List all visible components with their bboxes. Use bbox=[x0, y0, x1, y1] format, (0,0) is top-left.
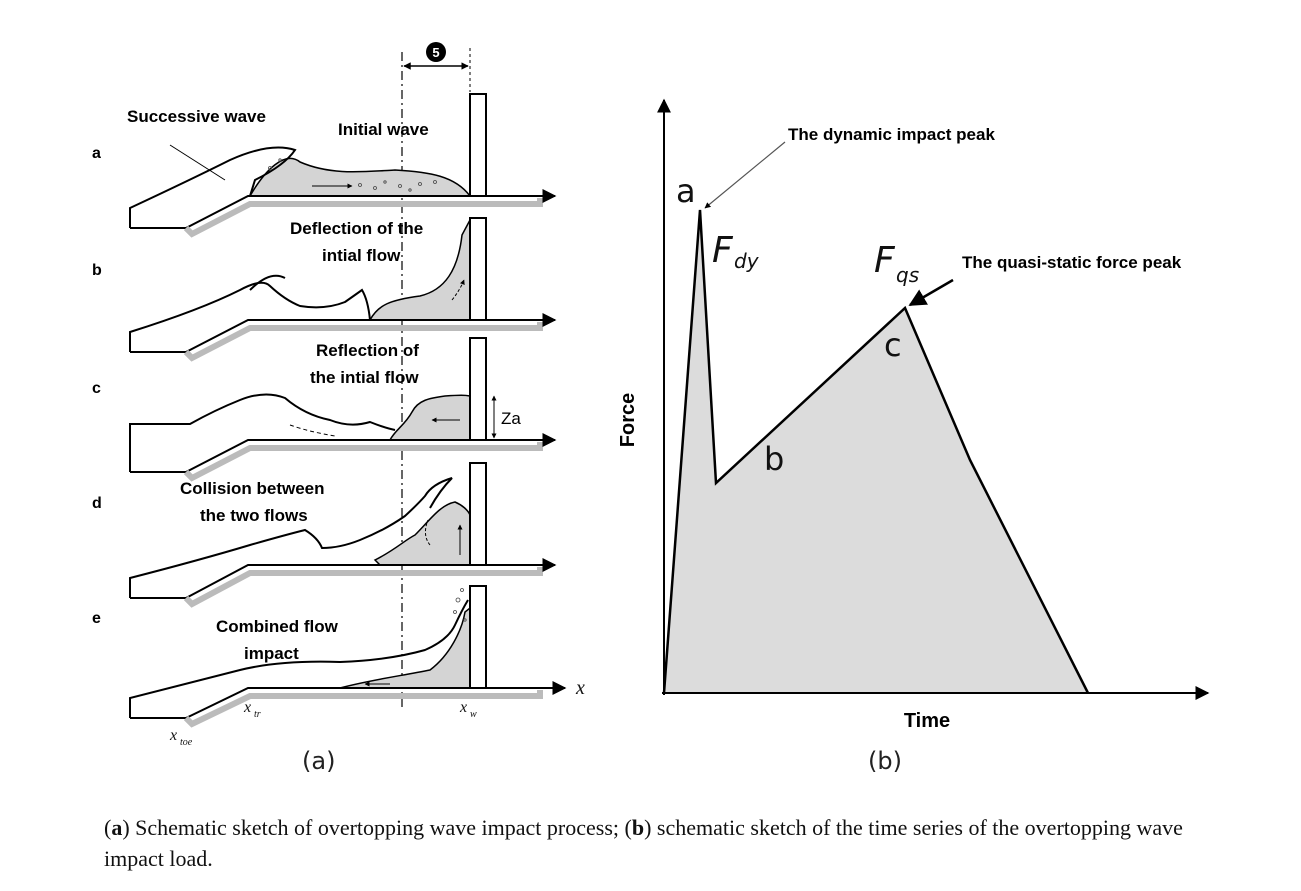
x-axis-label: x bbox=[575, 677, 585, 699]
figure-caption: (a) Schematic sketch of overtopping wave… bbox=[104, 812, 1224, 874]
label-combined-1: Combined flow bbox=[216, 617, 339, 636]
svg-text:tr: tr bbox=[254, 709, 261, 720]
row-letter-c: c bbox=[92, 380, 101, 397]
row-letter-a: a bbox=[92, 145, 101, 162]
label-f-qs: F qs bbox=[874, 240, 919, 287]
panel-b: Force Time a b c F dy F qs The dynamic i… bbox=[617, 98, 1210, 775]
svg-text:dy: dy bbox=[734, 249, 760, 273]
label-initial-wave: Initial wave bbox=[338, 120, 429, 139]
point-c-label: c bbox=[884, 326, 902, 364]
arrow-quasi-peak bbox=[908, 278, 954, 307]
force-area bbox=[664, 210, 1088, 693]
label-collision-2: the two flows bbox=[200, 506, 308, 525]
label-reflection-2: the intial flow bbox=[310, 368, 419, 387]
label-combined-2: impact bbox=[244, 644, 299, 663]
row-a: a Successive wave Initial wave bbox=[92, 93, 557, 238]
row-c: c Reflection of the intial flow Za bbox=[92, 337, 557, 482]
label-za: Za bbox=[501, 409, 521, 428]
caption-text-a: ) Schematic sketch of overtopping wave i… bbox=[122, 815, 632, 840]
row-e: e Combined flow impact bbox=[92, 585, 567, 728]
row-letter-b: b bbox=[92, 262, 102, 279]
row-letter-d: d bbox=[92, 495, 102, 512]
row-letter-e: e bbox=[92, 610, 101, 627]
svg-text:w: w bbox=[470, 709, 477, 720]
svg-text:x: x bbox=[459, 699, 467, 716]
label-f-dy: F dy bbox=[712, 230, 760, 273]
svg-text:toe: toe bbox=[180, 737, 193, 748]
marker-distance: 5 bbox=[401, 42, 471, 708]
svg-text:x: x bbox=[169, 727, 177, 744]
panel-a: 5 a Successive wave Initial wave bbox=[92, 42, 585, 775]
subfigure-label-a: (a) bbox=[302, 747, 335, 775]
arrow-dynamic-peak bbox=[704, 141, 786, 209]
point-b-label: b bbox=[764, 440, 784, 478]
label-x-toe: x toe bbox=[169, 727, 193, 748]
svg-text:F: F bbox=[712, 230, 734, 271]
caption-bold-a: a bbox=[111, 815, 123, 840]
label-deflection-2: intial flow bbox=[322, 246, 401, 265]
annotation-dynamic-peak: The dynamic impact peak bbox=[788, 125, 995, 144]
row-d: d Collision between the two flows bbox=[92, 462, 557, 608]
subfigure-label-b: (b) bbox=[868, 747, 902, 775]
svg-text:x: x bbox=[243, 699, 251, 716]
label-successive-wave: Successive wave bbox=[127, 107, 266, 126]
marker-circle bbox=[426, 42, 446, 62]
label-reflection-1: Reflection of bbox=[316, 341, 419, 360]
label-x-w: x w bbox=[459, 699, 477, 720]
svg-text:F: F bbox=[874, 240, 896, 281]
y-axis-label: Force bbox=[617, 393, 639, 447]
svg-text:qs: qs bbox=[896, 263, 919, 287]
force-curve bbox=[662, 209, 1090, 694]
caption-open-a: ( bbox=[104, 815, 112, 840]
point-a-label: a bbox=[676, 172, 696, 210]
label-x-tr: x tr bbox=[243, 699, 261, 720]
annotation-quasi-peak: The quasi-static force peak bbox=[962, 253, 1182, 272]
row-b: b Deflection of the intial flow bbox=[92, 217, 557, 362]
caption-text-b: ) schematic sketch of the time series of… bbox=[104, 815, 1183, 871]
marker-number: 5 bbox=[432, 45, 439, 60]
caption-bold-b: b bbox=[631, 815, 645, 840]
x-axis-label-time: Time bbox=[904, 710, 950, 732]
label-collision-1: Collision between bbox=[180, 479, 325, 498]
label-deflection-1: Deflection of the bbox=[290, 219, 423, 238]
